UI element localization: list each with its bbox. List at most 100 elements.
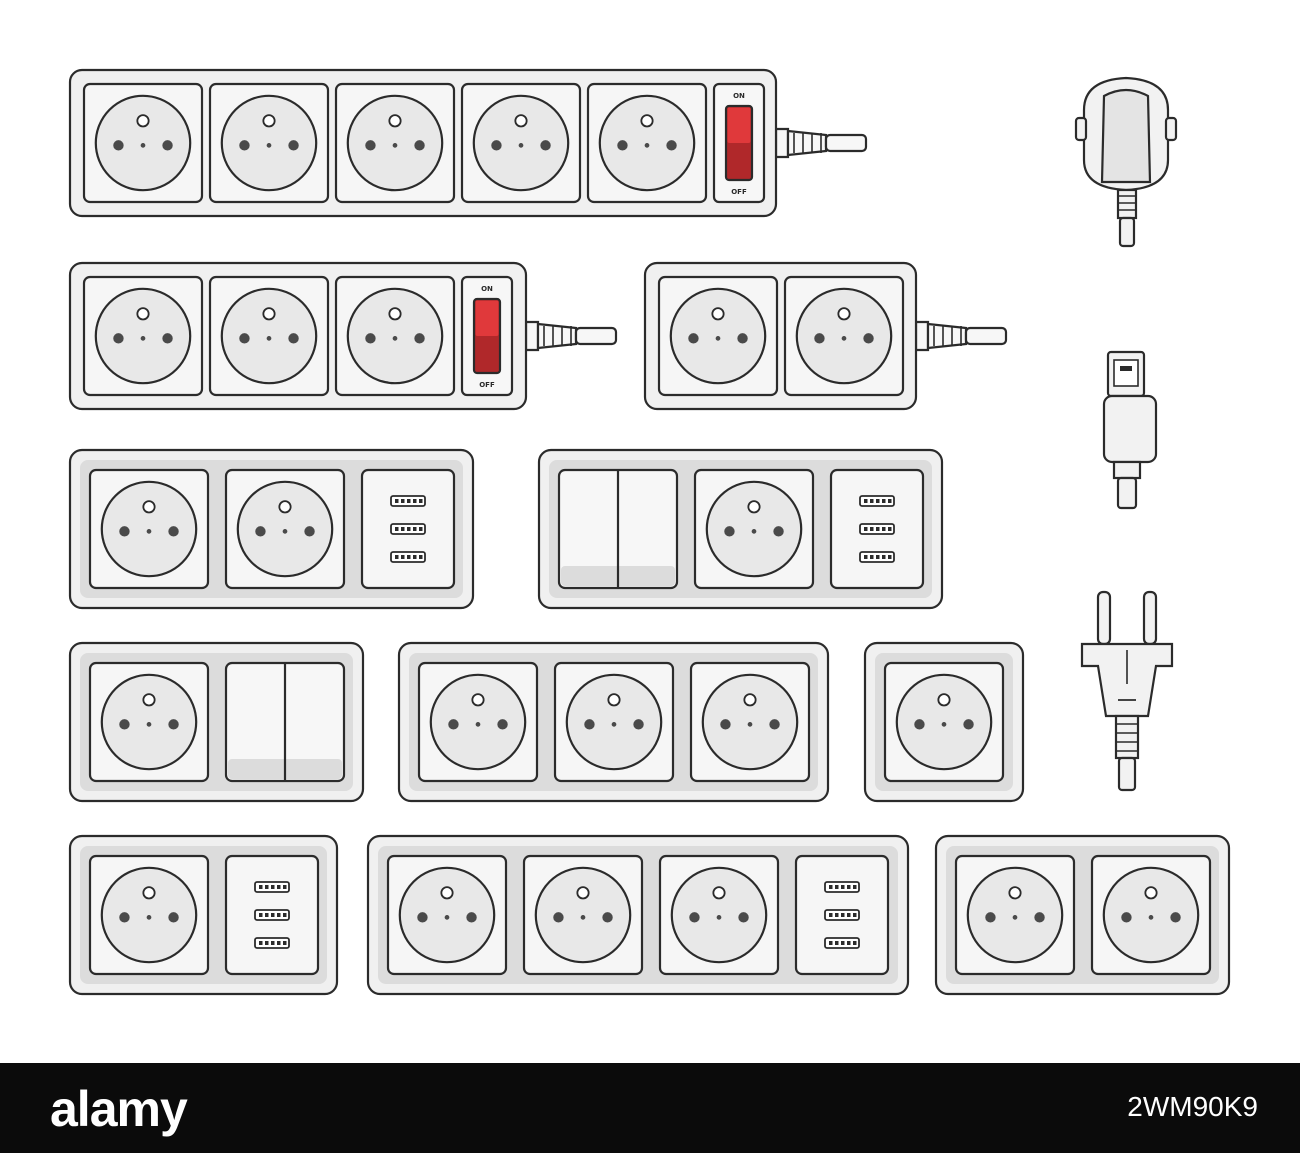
earth-pin-icon [640, 114, 654, 128]
earth-pin-icon [388, 114, 402, 128]
pin-hole-icon [688, 333, 699, 344]
usb-plug-icon [1102, 350, 1158, 510]
pin-hole-icon [113, 333, 124, 344]
socket-module [88, 854, 210, 976]
earth-pin-icon [1144, 886, 1158, 900]
pin-hole-icon [584, 719, 595, 730]
wall-panel-switch-socket-usb [537, 448, 944, 610]
pin-hole-icon [814, 333, 825, 344]
light-switch-module [224, 661, 346, 783]
pin-hole-icon [689, 912, 700, 923]
center-dot-icon [146, 722, 152, 727]
earth-pin-icon [576, 886, 590, 900]
earth-pin-icon [278, 500, 292, 514]
wall-panel-three-sockets-usb [366, 834, 910, 996]
socket-module [883, 661, 1005, 783]
earth-pin-icon [142, 886, 156, 900]
earth-pin-icon [743, 693, 757, 707]
earth-pin-icon [1008, 886, 1022, 900]
earth-pin-icon [712, 886, 726, 900]
usb-module [829, 468, 925, 590]
pin-hole-icon [724, 526, 735, 537]
pin-hole-icon [414, 333, 425, 344]
pin-hole-icon [168, 719, 179, 730]
pin-hole-icon [617, 140, 628, 151]
power-cord [524, 320, 618, 352]
pin-hole-icon [119, 526, 130, 537]
image-code: 2WM90K9 [1127, 1091, 1258, 1122]
center-dot-icon [644, 143, 650, 148]
socket-module [334, 275, 456, 397]
earth-pin-icon [711, 307, 725, 321]
center-dot-icon [140, 143, 146, 148]
usb-module [794, 854, 890, 976]
socket-face [220, 94, 318, 192]
pin-hole-icon [448, 719, 459, 730]
socket-module [522, 854, 644, 976]
center-dot-icon [580, 915, 586, 920]
pin-hole-icon [113, 140, 124, 151]
pin-hole-icon [773, 526, 784, 537]
pin-hole-icon [417, 912, 428, 923]
pin-hole-icon [239, 140, 250, 151]
pin-hole-icon [602, 912, 613, 923]
earth-pin-icon [937, 693, 951, 707]
center-dot-icon [1148, 915, 1154, 920]
socket-module [417, 661, 539, 783]
pin-hole-icon [288, 140, 299, 151]
earth-pin-icon [514, 114, 528, 128]
pin-hole-icon [162, 140, 173, 151]
pin-hole-icon [553, 912, 564, 923]
center-dot-icon [146, 529, 152, 534]
socket-module [386, 854, 508, 976]
wall-panel-single-socket [863, 641, 1025, 803]
cable-icon [824, 133, 868, 153]
cable-icon [964, 326, 1008, 346]
center-dot-icon [444, 915, 450, 920]
earth-pin-icon [136, 307, 150, 321]
socket-face [472, 94, 570, 192]
center-dot-icon [715, 336, 721, 341]
earth-pin-icon [142, 693, 156, 707]
center-dot-icon [392, 143, 398, 148]
pin-hole-icon [414, 140, 425, 151]
pin-hole-icon [1121, 912, 1132, 923]
center-dot-icon [747, 722, 753, 727]
earth-pin-icon [388, 307, 402, 321]
socket-module [82, 82, 204, 204]
center-dot-icon [941, 722, 947, 727]
socket-module [657, 275, 779, 397]
wall-panel-socket-switch [68, 641, 365, 803]
pin-hole-icon [769, 719, 780, 730]
switch-on-label: ON [481, 285, 493, 293]
socket-module [693, 468, 815, 590]
power-cord [774, 127, 868, 159]
pin-hole-icon [914, 719, 925, 730]
pin-hole-icon [720, 719, 731, 730]
socket-module [88, 661, 210, 783]
pin-hole-icon [119, 912, 130, 923]
pin-hole-icon [491, 140, 502, 151]
pin-hole-icon [540, 140, 551, 151]
earth-pin-icon [142, 500, 156, 514]
brand-logo: alamy [50, 1081, 188, 1137]
pin-hole-icon [737, 333, 748, 344]
socket-module [586, 82, 708, 204]
pin-hole-icon [162, 333, 173, 344]
earth-pin-icon [607, 693, 621, 707]
pin-hole-icon [1170, 912, 1181, 923]
pin-hole-icon [119, 719, 130, 730]
center-dot-icon [266, 143, 272, 148]
center-dot-icon [282, 529, 288, 534]
earth-pin-icon [837, 307, 851, 321]
earth-pin-icon [262, 114, 276, 128]
earth-pin-icon [136, 114, 150, 128]
socket-module [689, 661, 811, 783]
socket-module [88, 468, 210, 590]
power-cord [914, 320, 1008, 352]
round-plug-back-icon [1074, 76, 1178, 248]
pin-hole-icon [1034, 912, 1045, 923]
